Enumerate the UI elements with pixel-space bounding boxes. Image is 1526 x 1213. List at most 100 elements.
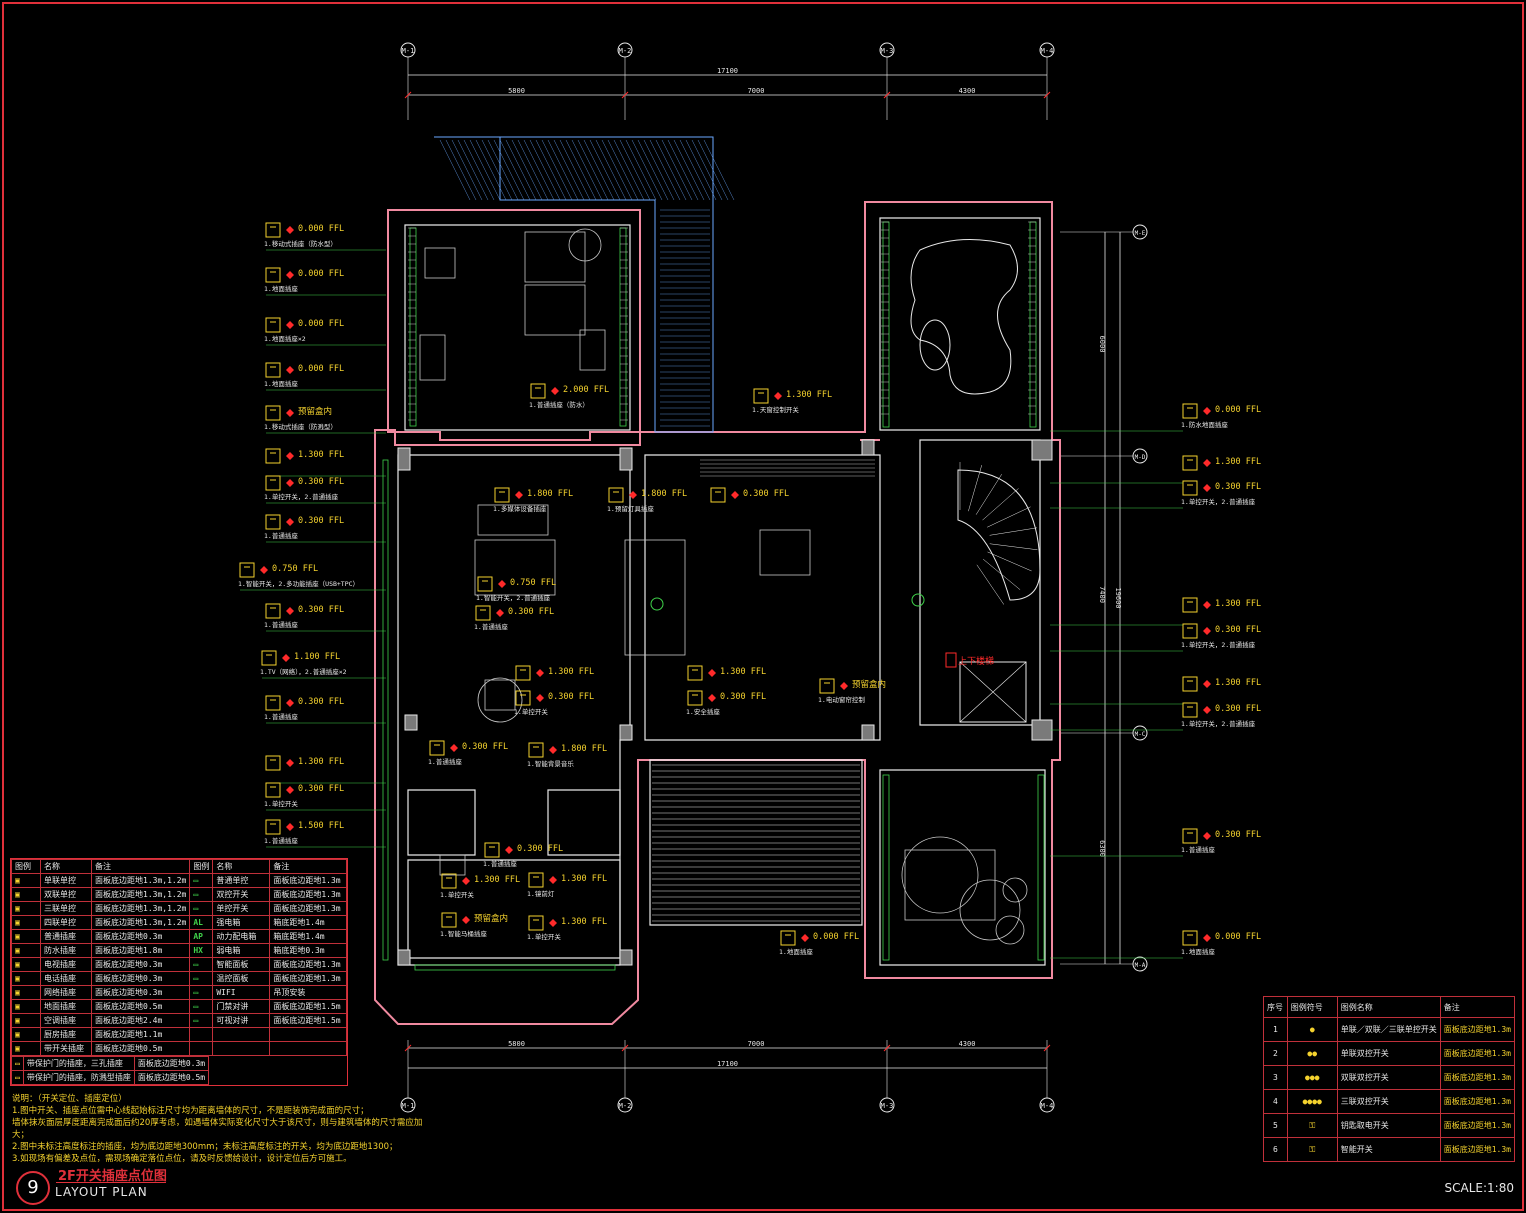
legend-row: ▣双联单控面板底边距地1.3m,1.2m▭双控开关面板底边距地1.3m <box>11 887 348 902</box>
furniture-piece <box>904 849 996 921</box>
legend-name: 电视插座 <box>40 957 92 972</box>
legend-bottom-note: 面板底边距地0.3m <box>133 1056 210 1071</box>
dim-tick <box>404 91 412 99</box>
switch-icon: ▣ <box>15 988 20 997</box>
switch-symbol <box>687 690 703 706</box>
inner-wall <box>879 217 1041 431</box>
switch-icon: ▣ <box>15 974 20 983</box>
roof-hatch <box>565 139 597 201</box>
callout-inner-value: 0.300 FFL <box>462 742 508 752</box>
legend-symbol-cell: ▭ <box>189 985 214 1000</box>
legend-symbol-cell: ▭ <box>189 887 214 902</box>
spiral-stair <box>957 469 1041 601</box>
roof-hatch <box>463 139 495 201</box>
legend-left-table: 图例 名称 备注 图例 名称 备注 ▣单联单控面板底边距地1.3m,1.2m▭普… <box>11 859 348 1056</box>
dim-text: 6000 <box>1098 336 1106 353</box>
legend-right-no: 2 <box>1263 1041 1288 1066</box>
callout-left-note: 1.地面插座 <box>264 379 298 388</box>
switch-symbol <box>608 487 624 503</box>
callout-left-note: 1.地面插座×2 <box>264 334 306 343</box>
roof-hatch <box>625 139 657 201</box>
legend-right-no: 6 <box>1263 1137 1288 1162</box>
wall-outline <box>374 201 1061 1025</box>
switch-symbol <box>239 562 255 578</box>
level-marker <box>286 823 294 831</box>
"switch-icon": ▭ <box>193 1016 199 1025</box>
callout-left-note: 1.普通插座 <box>264 620 298 629</box>
level-marker <box>708 669 716 677</box>
legend-symbol-cell: ▭ <box>189 971 214 986</box>
switch-symbol <box>429 740 445 756</box>
furniture-piece <box>524 284 586 336</box>
callout-right-value: 1.300 FFL <box>1215 599 1261 609</box>
legend-right-name: 单联双控开关 <box>1336 1041 1441 1066</box>
callout-left-value: 0.000 FFL <box>298 224 344 234</box>
"switch-icon": ▭ <box>193 890 199 899</box>
switch-icon: ▣ <box>15 876 20 885</box>
legend-bottom-name: 带保护门的插座，三孔插座 <box>22 1056 135 1071</box>
furniture-piece <box>474 539 556 596</box>
callout-inner-note: 1.多媒体设备插座 <box>493 504 547 513</box>
"switch-icon": ▭ <box>193 988 199 997</box>
legend-right-name: 单联／双联／三联单控开关 <box>1336 1017 1441 1042</box>
legend-right-note: 面板底边距地1.3m <box>1439 1065 1516 1090</box>
level-marker <box>549 919 557 927</box>
callout-left-value: 1.500 FFL <box>298 821 344 831</box>
switch-icon: ▣ <box>15 918 20 927</box>
level-marker <box>515 491 523 499</box>
legend-symbol-cell: ▣ <box>11 957 41 972</box>
roof-hatch <box>457 139 489 201</box>
callout-right-value: 0.300 FFL <box>1215 830 1261 840</box>
legend-name: 地面插座 <box>40 999 92 1014</box>
window-frame <box>409 227 417 427</box>
leader-lines <box>240 249 1183 959</box>
callout-inner-note: 1.普通插座 <box>483 859 517 868</box>
dim-tick <box>621 1044 629 1052</box>
legend-note: 面板底边距地1.8m <box>90 943 191 958</box>
callout-inner-note: 1.天窗控制开关 <box>752 405 799 414</box>
callout-inner-value: 1.800 FFL <box>641 489 687 499</box>
legend-symbol-cell: ▣ <box>11 887 41 902</box>
legend-header-name-2: 名称 <box>212 859 271 874</box>
legend-header-name: 名称 <box>40 859 92 874</box>
legend-right-note: 面板底边距地1.3m <box>1439 1089 1516 1114</box>
level-marker <box>496 609 504 617</box>
switch-icon: ▣ <box>15 946 20 955</box>
legend-symbol-cell: AP <box>189 929 214 944</box>
roof-hatch <box>571 139 603 201</box>
callout-left-value: 0.000 FFL <box>298 269 344 279</box>
roof-hatch <box>517 139 549 201</box>
callout-left-note: 1.普通插座 <box>264 712 298 721</box>
legend-name: 双联单控 <box>40 887 92 902</box>
column <box>619 447 633 471</box>
window-frame <box>882 221 890 428</box>
legend-header-symbol: 图例 <box>11 859 41 874</box>
legend-right-symbol: ●● <box>1286 1041 1338 1066</box>
"switch-icon": ▭ <box>193 1002 199 1011</box>
level-marker <box>286 759 294 767</box>
callout-right-value: 0.300 FFL <box>1215 625 1261 635</box>
legend-symbol-cell: ▭ <box>189 1013 214 1028</box>
roof-hatch <box>559 139 591 201</box>
callout-inner-value: 0.300 FFL <box>517 844 563 854</box>
legend-name: 普通单控 <box>212 873 271 888</box>
switch-symbol <box>1182 930 1198 946</box>
legend-name: 防水插座 <box>40 943 92 958</box>
level-marker <box>286 271 294 279</box>
callout-right-note: 1.单控开关，2.普通插座 <box>1181 719 1256 728</box>
inner-wall <box>879 769 1046 966</box>
switch-icon: ▣ <box>15 1002 20 1011</box>
callout-inner-value: 0.300 FFL <box>548 692 594 702</box>
dim-text: 19600 <box>1114 587 1122 608</box>
stair-step <box>968 465 983 512</box>
stair-step <box>989 543 1038 551</box>
callout-left-note: 1.移动式插座（防溅型） <box>264 422 337 431</box>
switch-icon: ▣ <box>15 960 20 969</box>
column <box>1031 719 1053 741</box>
callout-left-value: 1.300 FFL <box>298 450 344 460</box>
legend-note: 吊顶安装 <box>269 985 348 1000</box>
legend-note: 面板底边距地2.4m <box>90 1013 191 1028</box>
switch-icon: ▣ <box>15 890 20 899</box>
callout-right-value: 0.000 FFL <box>1215 932 1261 942</box>
